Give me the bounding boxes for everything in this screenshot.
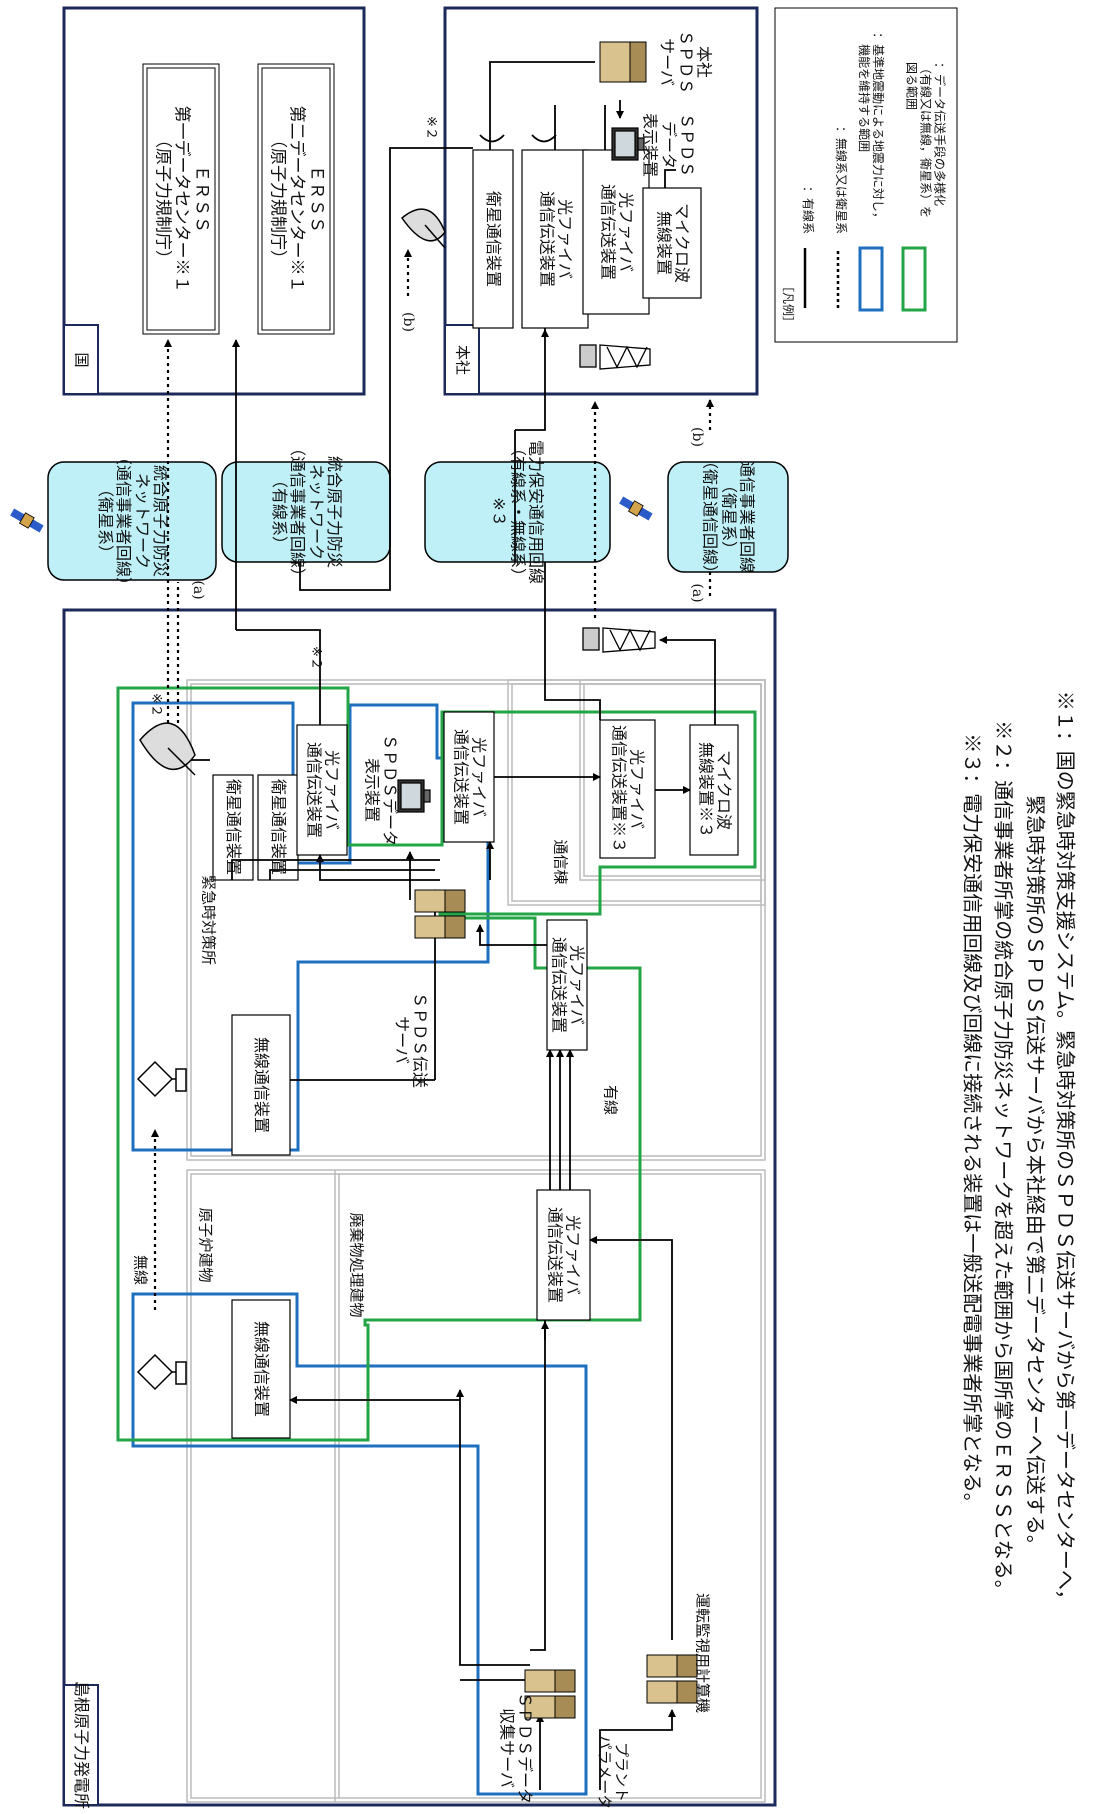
net-sat-label: 統合原子力防災 ネットワーク （通信事業者回線） （衛星系） xyxy=(95,448,170,594)
note-2: ※２：通信事業者所掌の統合原子力防災ネットワークを超えた範囲から国所掌のＥＲＳＳ… xyxy=(991,720,1016,1600)
waste-bldg-label: 廃棄物処理建物 xyxy=(347,1212,366,1318)
power-line-box xyxy=(424,461,611,563)
hq-note2: ※２ xyxy=(423,116,439,140)
emergency-label: 緊急時対策所 xyxy=(199,874,218,966)
hq-b: (b) xyxy=(400,312,417,332)
plant-param-label: プラント パラメータ xyxy=(595,1734,631,1810)
ops-computer-label: 運転監視用計算機 xyxy=(693,1592,712,1714)
reactor-wireless-box xyxy=(231,1299,291,1439)
server-icons xyxy=(414,41,698,1719)
hq-label: 本社 xyxy=(453,344,472,376)
waste-fiber-label: 光ファイバ 通信伝送装置 xyxy=(545,1206,583,1304)
spds-trans-label: ＳＰＤＳ伝送 サーバ xyxy=(392,991,430,1089)
net-wired-label: 統合原子力防災 ネットワーク （通信事業者回線） （有線系） xyxy=(269,439,344,585)
note-1: ※１：国の緊急時対策支援システム。緊急時対策所のＳＰＤＳ伝送サーバから第一データ… xyxy=(1053,690,1078,1610)
comm-microwave-label: マイクロ波 無線装置※３ xyxy=(696,741,734,839)
satellite-icons xyxy=(10,496,653,533)
em-fiber-label: 光ファイバ 通信伝送装置 xyxy=(549,936,587,1034)
satellite-dish-icons xyxy=(139,208,446,776)
net-a2: (a) xyxy=(689,583,706,603)
em-note2b: ※２ xyxy=(308,646,324,670)
hq-fiber2-label: 光ファイバ 通信伝送装置 xyxy=(598,183,636,281)
em-sat1-label: 衛星通信装置 xyxy=(224,778,244,876)
country-frame xyxy=(62,6,366,396)
hq-microwave-label: マイクロ波 無線装置 xyxy=(654,203,692,283)
em-fiber2-box xyxy=(296,724,348,856)
net-sat-box xyxy=(47,461,217,581)
comm-bldg-label: 通信棟 xyxy=(551,839,570,885)
spds-collect-label: ＳＰＤＳデータ 収集サーバ xyxy=(497,1691,535,1805)
sat-line-box xyxy=(667,461,789,573)
wired-label: 有線 xyxy=(601,1084,620,1116)
legend-wired: ：有線系 xyxy=(800,185,815,235)
net-b2: (b) xyxy=(689,427,706,447)
hq-fiber2 xyxy=(582,149,650,315)
hq-sat-device-label: 衛星通信装置 xyxy=(484,190,504,288)
em-wireless-box xyxy=(231,1014,291,1156)
em-sat2-label: 衛星通信装置 xyxy=(269,778,289,876)
em-fiber2-label: 光ファイバ 通信伝送装置 xyxy=(304,741,342,839)
erss1-box xyxy=(142,63,220,335)
plant-label-box xyxy=(63,1684,99,1806)
hq-label-box xyxy=(444,324,480,395)
erss2-box xyxy=(257,63,335,335)
monitor-icons xyxy=(397,127,645,813)
note-1b: 緊急時対策所のＳＰＤＳ伝送サーバから本社経由で第二データセンターへ伝送する。 xyxy=(1023,795,1048,1555)
legend-wireless: ：無線系又は衛星系 xyxy=(833,125,848,235)
erss1-label: ＥＲＳＳ 第一データセンター※１ （原子力規制庁） xyxy=(152,105,212,293)
country-label: 国 xyxy=(72,352,91,368)
sat-line-label: 通信事業者回線 （衛星系） （衛星通信回線） xyxy=(700,452,757,582)
hq-frame xyxy=(443,6,759,396)
em-note2: ※２ xyxy=(148,693,164,717)
waste-fiber-box xyxy=(536,1189,591,1321)
plant-label: 島根原子力発電所 xyxy=(72,1680,92,1810)
comm-fiber-label: 光ファイバ 通信伝送装置※３ xyxy=(609,724,647,854)
country-label-box xyxy=(63,324,99,395)
comm-fiber-box xyxy=(599,719,656,859)
erss2-label: ＥＲＳＳ 第二データセンター※１ （原子力規制庁） xyxy=(267,105,327,293)
comm-microwave-box xyxy=(689,724,739,856)
reactor-bldg-label: 原子炉建物 xyxy=(196,1207,215,1283)
plant-frame xyxy=(62,608,777,1807)
comm-fiber2-label: 光ファイバ 通信伝送装置 xyxy=(451,728,489,826)
hq-microwave xyxy=(642,187,702,299)
hq-spds-display-label: ＳＰＤＳ データ 表示装置 xyxy=(640,112,697,178)
em-sat2-box xyxy=(257,774,299,881)
em-spds-display-label: ＳＰＤＳデータ 表示装置 xyxy=(362,733,400,847)
note-3: ※３：電力保安通信用回線及び回線に接続される装置は一般送配電事業者所掌となる。 xyxy=(960,733,985,1513)
hq-spds-server-label: 本社 ＳＰＤＳ サーバ xyxy=(657,29,714,95)
hq-sat-device xyxy=(472,149,514,329)
hq-fiber1-label: 光ファイバ 通信伝送装置 xyxy=(537,190,575,288)
legend-blue: ：基準地震動による地震力に対し， 機能を維持する範囲 xyxy=(857,32,885,224)
power-line-label: 電力保安通信用回線 （有線系・無線系） ※３ xyxy=(489,439,546,585)
legend-green: ：データ伝送手段の多様化 （有線又は無線，衛星系）を 図る範囲 xyxy=(905,61,947,219)
wireless-label: 無線 xyxy=(131,1254,150,1286)
em-sat1-box xyxy=(212,774,254,881)
reactor-wireless-label: 無線通信装置 xyxy=(252,1320,272,1418)
tower-icons xyxy=(579,344,656,653)
em-wireless-label: 無線通信装置 xyxy=(252,1036,272,1134)
comm-fiber2-box xyxy=(443,711,495,843)
em-fiber-box xyxy=(546,919,588,1051)
legend-title: ［凡例］ xyxy=(780,279,795,329)
net-a1: (a) xyxy=(190,580,207,600)
